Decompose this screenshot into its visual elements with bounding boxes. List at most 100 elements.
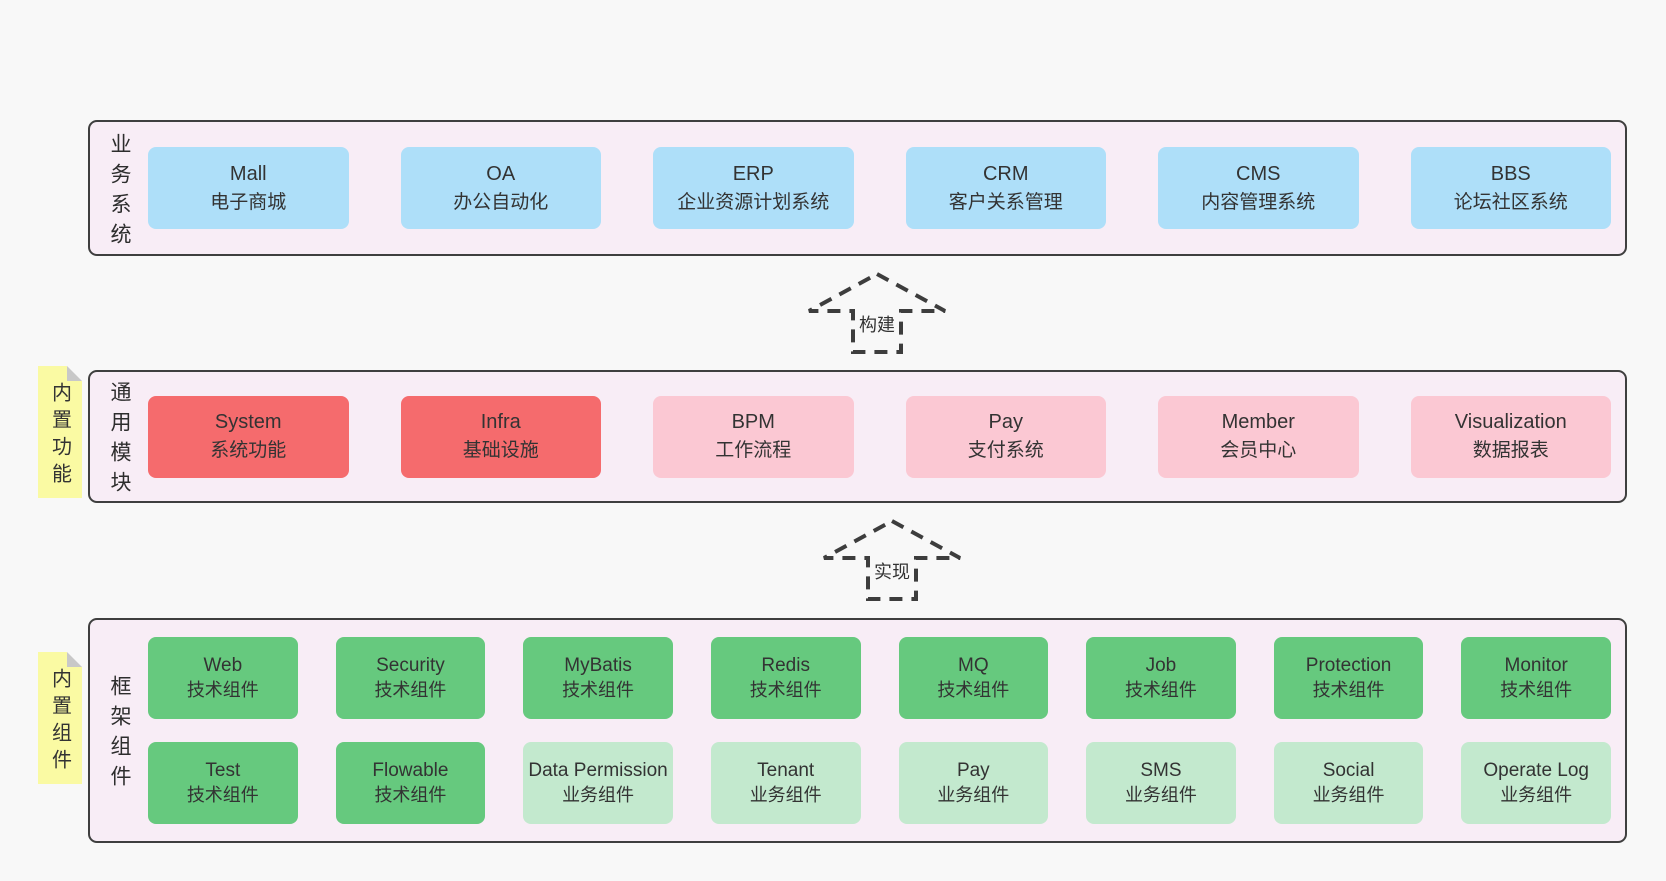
module-box-operate-log: Operate Log 业务组件	[1461, 742, 1611, 824]
sticky-note-built-in-components: 内置组件	[38, 652, 82, 784]
sticky-note-text: 内置功能	[48, 381, 71, 490]
module-desc: 企业资源计划系统	[677, 191, 830, 213]
module-name: Redis	[761, 654, 810, 676]
module-desc: 业务组件	[937, 784, 1010, 805]
module-desc: 客户关系管理	[948, 191, 1063, 213]
layer-common-modules: 通用模块 System 系统功能 Infra 基础设施 BPM 工作流程 Pay 支付系统 Me…	[88, 370, 1627, 503]
module-box-mq: MQ 技术组件	[898, 637, 1049, 719]
module-name: Operate Log	[1483, 759, 1589, 781]
sticky-note-built-in-functions: 内置功能	[38, 366, 82, 498]
module-box-data-permission: Data Permission 业务组件	[523, 742, 673, 824]
implement-arrow: 实现	[819, 517, 965, 603]
layer-label-common-modules: 通用模块	[90, 372, 148, 501]
module-desc: 支付系统	[967, 440, 1044, 462]
up-arrow-icon	[808, 271, 946, 354]
module-box-redis: Redis 技术组件	[710, 637, 861, 719]
module-desc: 系统功能	[210, 440, 287, 462]
common-modules-boxes: System 系统功能 Infra 基础设施 BPM 工作流程 Pay 支付系统 Member 会…	[148, 372, 1625, 501]
module-desc: 办公自动化	[453, 191, 549, 213]
module-box-tenant: Tenant 业务组件	[710, 742, 861, 824]
module-name: BPM	[731, 411, 775, 434]
module-desc: 业务组件	[749, 784, 822, 805]
module-name: Test	[205, 759, 241, 781]
module-desc: 论坛社区系统	[1453, 191, 1568, 213]
up-arrow-icon	[823, 518, 961, 601]
module-box-oa: OA 办公自动化	[400, 147, 601, 229]
module-name: MQ	[958, 654, 989, 676]
module-box-bpm: BPM 工作流程	[653, 395, 854, 478]
module-desc: 业务组件	[1124, 784, 1197, 805]
module-desc: 内容管理系统	[1201, 191, 1316, 213]
module-box-job: Job 技术组件	[1086, 637, 1236, 719]
module-name: Social	[1322, 759, 1375, 781]
module-box-security: Security 技术组件	[335, 637, 486, 719]
module-box-monitor: Monitor 技术组件	[1461, 637, 1611, 719]
module-desc: 技术组件	[749, 679, 822, 700]
module-name: Infra	[480, 411, 521, 434]
module-name: Security	[376, 654, 445, 676]
module-desc: 技术组件	[1312, 679, 1385, 700]
module-name: Mall	[229, 162, 267, 185]
module-box-bbs: BBS 论坛社区系统	[1410, 147, 1611, 229]
module-name: OA	[486, 162, 516, 185]
layer-label-text: 通用模块	[108, 381, 131, 501]
module-name: Pay	[956, 759, 990, 781]
module-desc: 技术组件	[186, 679, 259, 700]
build-arrow: 构建	[804, 270, 950, 356]
module-desc: 技术组件	[1500, 679, 1573, 700]
module-desc: 技术组件	[374, 679, 447, 700]
module-name: Tenant	[757, 759, 815, 781]
module-box-cms: CMS 内容管理系统	[1158, 147, 1359, 229]
build-arrow-label: 构建	[856, 311, 898, 337]
module-box-pay: Pay 支付系统	[905, 395, 1106, 478]
module-box-sms: SMS 业务组件	[1086, 742, 1236, 824]
module-name: Job	[1145, 654, 1177, 676]
module-desc: 技术组件	[937, 679, 1010, 700]
module-name: BBS	[1490, 162, 1531, 185]
module-name: Pay	[988, 411, 1023, 434]
layer-label-text: 框架组件	[108, 675, 131, 795]
module-name: System	[214, 411, 282, 434]
module-box-web: Web 技术组件	[148, 637, 298, 719]
module-box-pay: Pay 业务组件	[898, 742, 1049, 824]
module-desc: 技术组件	[186, 784, 259, 805]
layer-label-business-systems: 业务系统	[90, 122, 148, 254]
layer-label-framework-components: 框架组件	[90, 620, 148, 841]
module-name: Protection	[1305, 654, 1392, 676]
module-desc: 业务组件	[1312, 784, 1385, 805]
module-box-mall: Mall 电子商城	[148, 147, 349, 229]
module-desc: 基础设施	[462, 440, 539, 462]
module-box-member: Member 会员中心	[1158, 395, 1359, 478]
module-box-system: System 系统功能	[148, 395, 349, 478]
module-name: Visualization	[1454, 411, 1567, 434]
module-desc: 会员中心	[1220, 440, 1297, 462]
module-desc: 电子商城	[210, 191, 287, 213]
module-name: Data Permission	[528, 759, 668, 781]
module-name: Member	[1221, 411, 1295, 434]
module-desc: 业务组件	[1500, 784, 1573, 805]
module-desc: 工作流程	[715, 440, 792, 462]
module-name: CRM	[982, 162, 1029, 185]
module-name: ERP	[732, 162, 774, 185]
module-name: CMS	[1236, 162, 1281, 185]
layer-label-text: 业务系统	[108, 132, 131, 253]
module-name: SMS	[1140, 759, 1182, 781]
module-box-infra: Infra 基础设施	[400, 395, 601, 478]
module-desc: 业务组件	[562, 784, 635, 805]
module-name: Web	[203, 654, 243, 676]
module-box-test: Test 技术组件	[148, 742, 298, 824]
module-box-erp: ERP 企业资源计划系统	[653, 147, 854, 229]
module-name: MyBatis	[564, 654, 632, 676]
module-box-social: Social 业务组件	[1273, 742, 1424, 824]
layer-business-systems: 业务系统 Mall 电子商城 OA 办公自动化 ERP 企业资源计划系统 CRM 客户关系管理…	[88, 120, 1627, 256]
module-name: Monitor	[1504, 654, 1568, 676]
module-desc: 技术组件	[374, 784, 447, 805]
module-box-crm: CRM 客户关系管理	[905, 147, 1106, 229]
sticky-note-text: 内置组件	[48, 667, 71, 776]
module-desc: 技术组件	[1124, 679, 1197, 700]
implement-arrow-label: 实现	[871, 558, 913, 584]
